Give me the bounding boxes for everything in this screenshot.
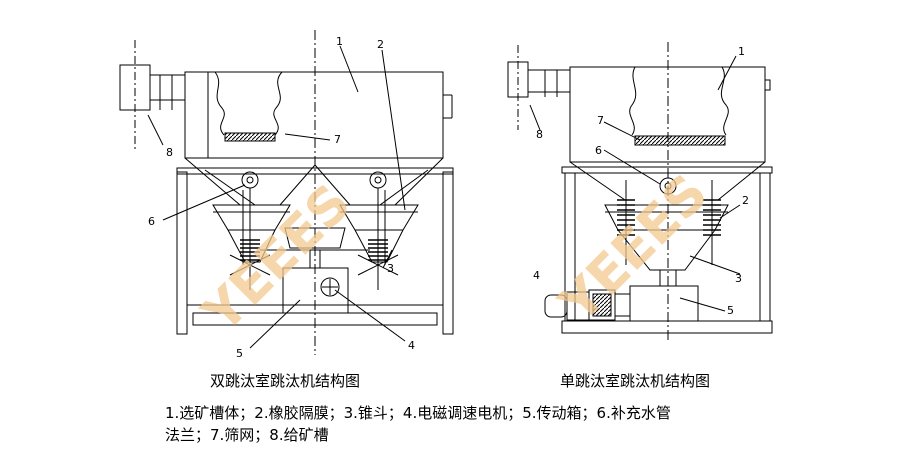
label-4: 4 bbox=[408, 339, 415, 352]
watermark-right: YEEES bbox=[548, 163, 720, 335]
label-4: 4 bbox=[533, 269, 540, 282]
right-diagram-caption: 单跳汰室跳汰机结构图 bbox=[560, 372, 711, 390]
label-1: 1 bbox=[336, 35, 343, 48]
label-6: 6 bbox=[595, 144, 602, 157]
label-8: 8 bbox=[536, 128, 543, 141]
single-jig-drawing bbox=[507, 42, 773, 340]
label-3: 3 bbox=[735, 272, 742, 285]
label-7: 7 bbox=[597, 114, 604, 127]
right-part-labels: 1 2 3 4 5 6 7 8 bbox=[533, 45, 749, 317]
left-diagram-caption: 双跳汰室跳汰机结构图 bbox=[210, 372, 361, 390]
label-5: 5 bbox=[236, 347, 243, 360]
label-5: 5 bbox=[727, 304, 734, 317]
parts-legend-line-2: 法兰；7.筛网；8.给矿槽 bbox=[165, 426, 329, 444]
parts-legend-line-1: 1.选矿槽体；2.橡胶隔膜；3.锥斗；4.电磁调速电机；5.传动箱；6.补充水管 bbox=[165, 404, 671, 422]
label-8: 8 bbox=[166, 146, 173, 159]
label-6: 6 bbox=[148, 215, 155, 228]
label-3: 3 bbox=[387, 262, 394, 275]
double-jig-drawing bbox=[119, 30, 454, 355]
left-part-labels: 1 2 3 4 5 6 7 8 bbox=[148, 35, 415, 360]
label-1: 1 bbox=[738, 45, 745, 58]
label-2: 2 bbox=[742, 194, 749, 207]
label-2: 2 bbox=[377, 38, 384, 51]
watermark-left: YEEES bbox=[191, 173, 363, 345]
label-7: 7 bbox=[334, 133, 341, 146]
